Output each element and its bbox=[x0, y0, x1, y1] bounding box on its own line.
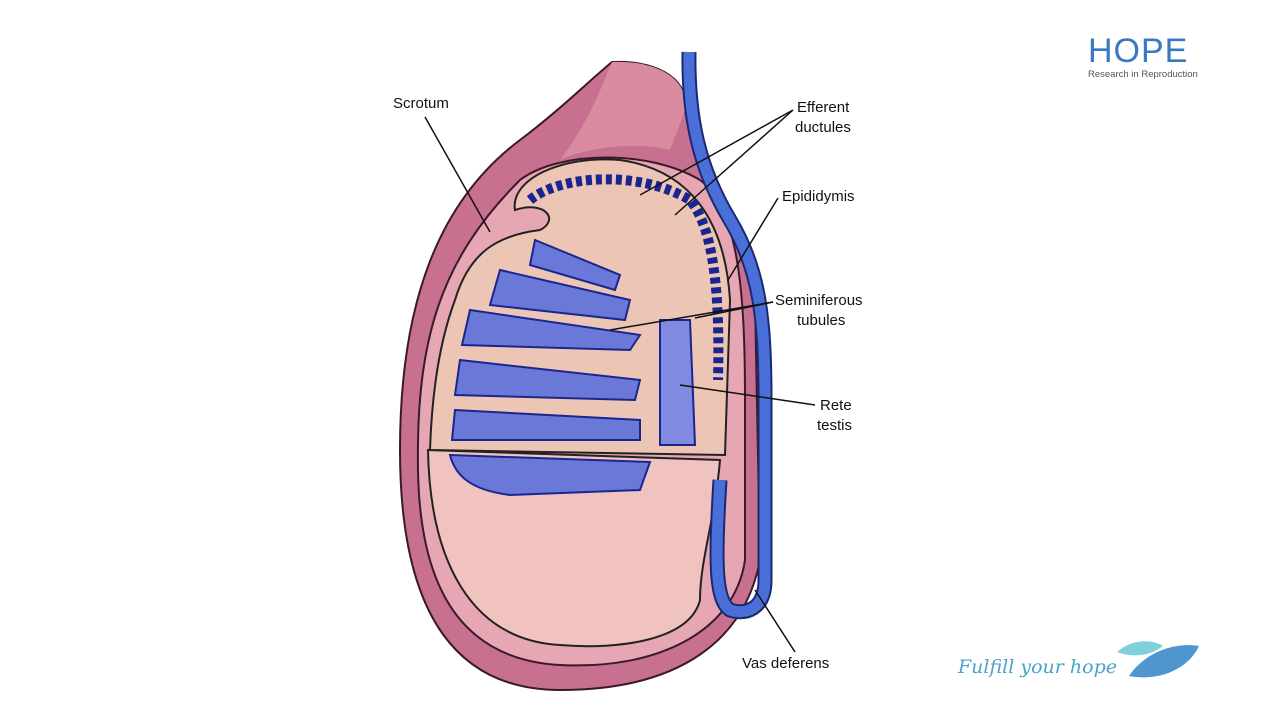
label-efferent-ductules-line2: ductules bbox=[795, 119, 851, 136]
logo-word: HOPE bbox=[1088, 32, 1189, 70]
leaf-logo-icon bbox=[1117, 641, 1199, 678]
label-seminiferous-tubules-line2: tubules bbox=[797, 312, 846, 329]
epididymis-coils bbox=[526, 174, 724, 381]
rete-testis bbox=[659, 319, 697, 446]
leader-lines bbox=[424, 109, 816, 653]
label-vas-deferens: Vas deferens bbox=[742, 655, 830, 672]
testis-lower bbox=[426, 448, 722, 648]
label-efferent-ductules-line1: Efferent bbox=[797, 99, 850, 116]
label-rete-testis-line1: Rete bbox=[820, 397, 852, 414]
seminiferous-tubules bbox=[448, 238, 652, 497]
label-seminiferous-tubules-line1: Seminiferous bbox=[775, 292, 863, 309]
hope-logo: HOPE Research in Reproduction bbox=[1088, 34, 1203, 80]
label-scrotum: Scrotum bbox=[393, 95, 449, 112]
logo-subtitle: Research in Reproduction bbox=[1088, 69, 1198, 80]
tagline: Fulfill your hope bbox=[958, 656, 1117, 678]
label-rete-testis-line2: testis bbox=[817, 417, 853, 434]
label-epididymis: Epididymis bbox=[782, 188, 855, 205]
